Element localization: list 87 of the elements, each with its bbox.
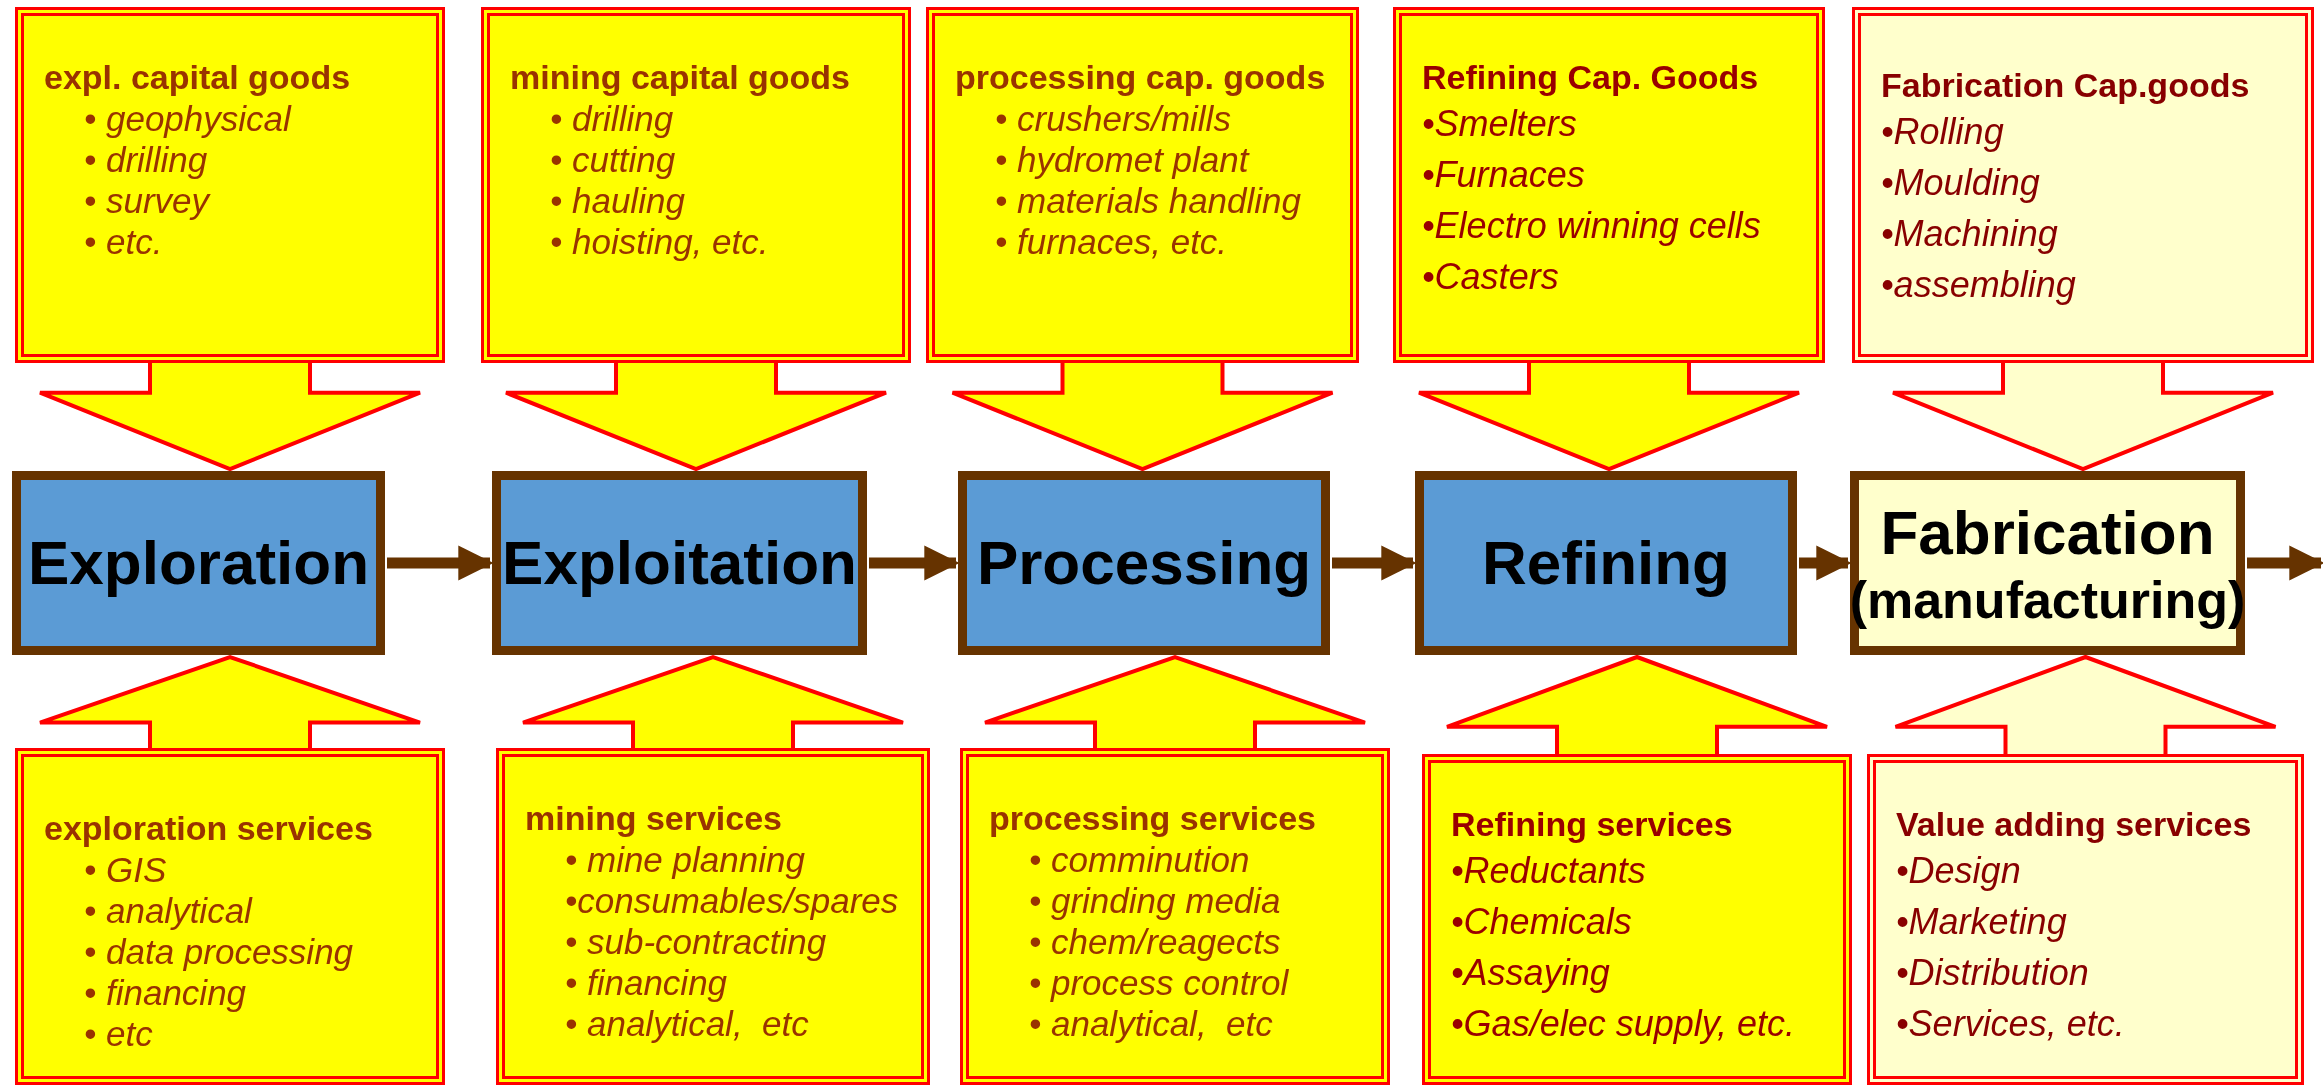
block-arrow xyxy=(1445,654,1829,756)
list-item: •Design xyxy=(1896,849,2022,893)
callout-heading: Fabrication Cap.goods xyxy=(1881,65,2251,106)
list-item: •Furnaces xyxy=(1422,153,1586,197)
block-arrow xyxy=(38,654,422,750)
callout-box xyxy=(496,748,930,1085)
block-arrow xyxy=(1891,361,2275,472)
list-item: • survey xyxy=(84,180,212,221)
list-item: • hydromet plant xyxy=(995,139,1251,180)
block-arrow xyxy=(1417,361,1801,472)
list-item: • geophysical xyxy=(84,98,293,139)
callout-box xyxy=(1422,754,1852,1085)
list-item: •Smelters xyxy=(1422,102,1578,146)
stage-label: Exploitation xyxy=(502,527,857,599)
list-item: • materials handling xyxy=(995,180,1303,221)
list-item: •Reductants xyxy=(1451,849,1647,893)
block-arrow xyxy=(521,654,905,750)
list-item: • drilling xyxy=(550,98,675,139)
callout-heading: Refining Cap. Goods xyxy=(1422,57,1760,98)
callout-box xyxy=(1867,754,2304,1085)
list-item: • comminution xyxy=(1029,839,1251,880)
list-item: • etc xyxy=(84,1013,154,1054)
process-box xyxy=(12,471,385,655)
callout-heading: expl. capital goods xyxy=(44,57,352,98)
list-item: •assembling xyxy=(1881,263,2077,307)
block-arrow xyxy=(1893,654,2278,756)
block-arrow xyxy=(504,361,888,472)
list-item: • drilling xyxy=(84,139,209,180)
list-item: • furnaces, etc. xyxy=(995,221,1229,262)
block-arrow xyxy=(950,361,1335,472)
list-item: •Marketing xyxy=(1896,900,2068,944)
list-item: •Casters xyxy=(1422,255,1560,299)
list-item: •Rolling xyxy=(1881,110,2005,154)
list-item: •Moulding xyxy=(1881,161,2041,205)
arrow xyxy=(387,545,494,581)
callout-box xyxy=(15,748,445,1085)
callout-heading: Value adding services xyxy=(1896,804,2253,845)
process-box xyxy=(492,471,867,655)
process-box xyxy=(958,471,1330,655)
list-item: • cutting xyxy=(550,139,677,180)
list-item: • hauling xyxy=(550,180,686,221)
list-item: • mine planning xyxy=(565,839,806,880)
list-item: •Distribution xyxy=(1896,951,2090,995)
arrow xyxy=(1332,545,1417,581)
list-item: • chem/reagects xyxy=(1029,921,1282,962)
callout-heading: Refining services xyxy=(1451,804,1734,845)
callout-box xyxy=(15,7,445,363)
list-item: •Services, etc. xyxy=(1896,1002,2126,1046)
list-item: • etc. xyxy=(84,221,164,262)
process-box xyxy=(1415,471,1797,655)
callout-heading: processing services xyxy=(989,798,1317,839)
list-item: • financing xyxy=(565,962,729,1003)
callout-box xyxy=(926,7,1359,363)
stage-label: Fabrication xyxy=(1880,497,2215,569)
callout-box xyxy=(1852,7,2314,363)
list-item: • analytical, etc xyxy=(565,1003,810,1044)
callout-heading: processing cap. goods xyxy=(955,57,1327,98)
callout-heading: mining services xyxy=(525,798,783,839)
list-item: • financing xyxy=(84,972,248,1013)
list-item: •Electro winning cells xyxy=(1422,204,1762,248)
list-item: •Machining xyxy=(1881,212,2059,256)
list-item: • sub-contracting xyxy=(565,921,828,962)
list-item: • grinding media xyxy=(1029,880,1282,921)
list-item: • data processing xyxy=(84,931,355,972)
list-item: • crushers/mills xyxy=(995,98,1232,139)
callout-box xyxy=(1393,7,1825,363)
list-item: •Chemicals xyxy=(1451,900,1633,944)
list-item: • hoisting, etc. xyxy=(550,221,770,262)
list-item: •consumables/spares xyxy=(565,880,900,921)
stage-label: Refining xyxy=(1482,527,1730,599)
list-item: • analytical xyxy=(84,890,254,931)
block-arrow xyxy=(983,654,1367,750)
list-item: • analytical, etc xyxy=(1029,1003,1274,1044)
list-item: •Gas/elec supply, etc. xyxy=(1451,1002,1797,1046)
block-arrow xyxy=(38,361,422,472)
list-item: • process control xyxy=(1029,962,1290,1003)
callout-heading: exploration services xyxy=(44,808,374,849)
arrow xyxy=(2247,545,2323,581)
callout-box xyxy=(481,7,911,363)
callout-heading: mining capital goods xyxy=(510,57,852,98)
stage-label: Exploration xyxy=(28,527,369,599)
list-item: • GIS xyxy=(84,849,168,890)
stage-label: Processing xyxy=(976,527,1312,599)
arrow xyxy=(1799,545,1852,581)
callout-box xyxy=(960,748,1390,1085)
list-item: •Assaying xyxy=(1451,951,1611,995)
arrow xyxy=(869,545,960,581)
